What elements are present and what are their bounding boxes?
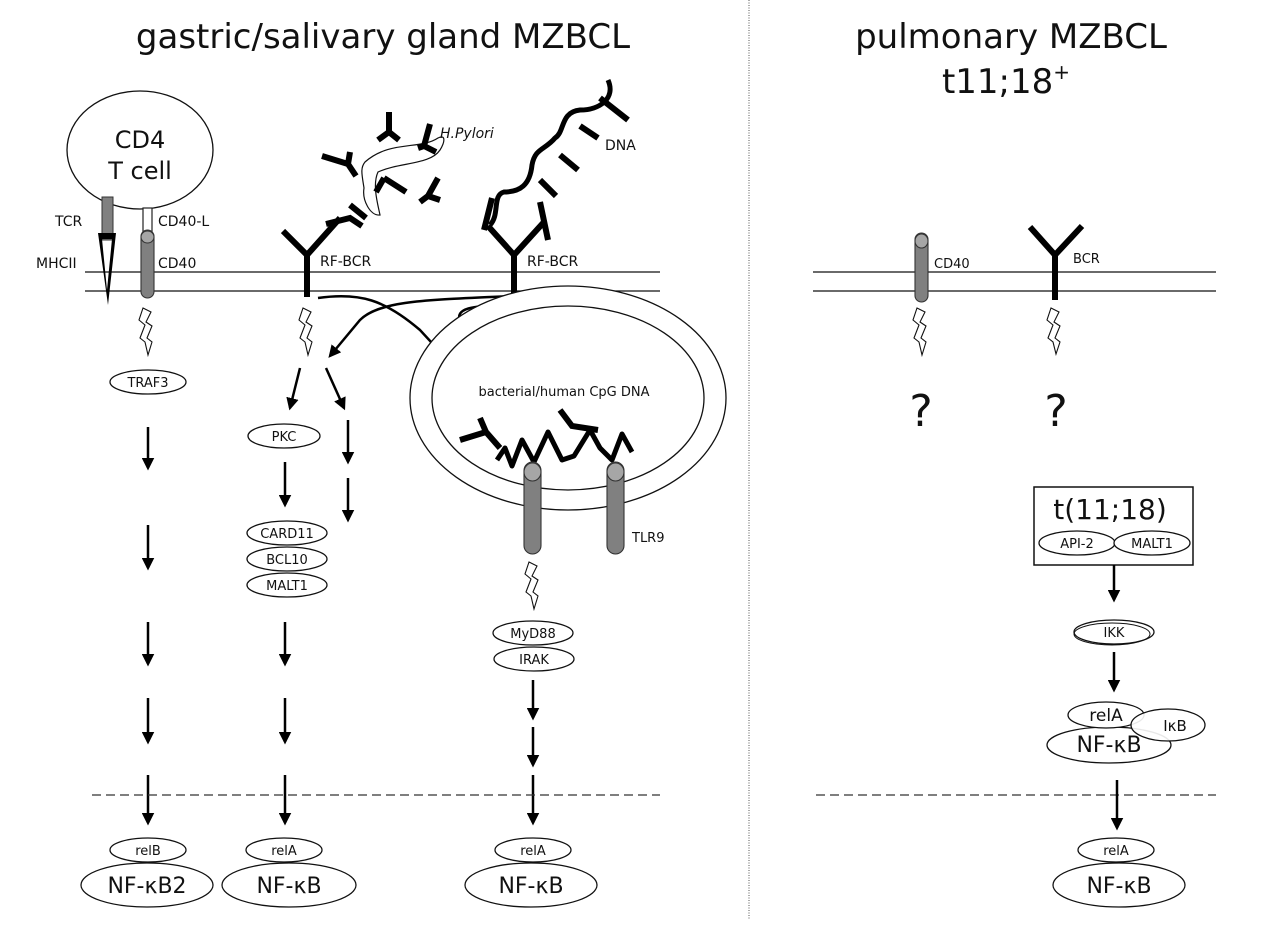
- fusion-api2-label: API-2: [1060, 537, 1094, 552]
- output-rela-1: [245, 837, 323, 863]
- t-cell-label-line2: T cell: [107, 157, 172, 185]
- cd4-t-cell: [66, 90, 214, 210]
- node-irak-label: IRAK: [519, 653, 549, 668]
- right-panel-title-line2: t11;18+: [942, 60, 1070, 102]
- node-traf3: [109, 369, 187, 395]
- bcr-receptor: [1027, 223, 1085, 300]
- signal-bolt-rf-bcr: [298, 307, 313, 358]
- title-superscript: +: [1053, 60, 1070, 84]
- unknown-mark-cd40: ?: [909, 386, 932, 437]
- cd40-receptor-left: [140, 229, 155, 299]
- cd40-label-right: CD40: [934, 257, 970, 272]
- unknown-mark-bcr: ?: [1044, 386, 1067, 437]
- rf-bcr-label-1: RF-BCR: [320, 254, 371, 270]
- output-nfkb-right-label: NF-κB: [1086, 874, 1151, 899]
- dna-strand: [487, 78, 613, 227]
- output-nfkb-2-main: [464, 862, 598, 908]
- output-nfkb-tlr9: relA NF-κB: [464, 837, 598, 908]
- output-rela-right: [1077, 837, 1155, 863]
- t-cell-label-line1: CD4: [115, 126, 166, 154]
- title-translocation: t11;18: [942, 62, 1053, 102]
- dna-label: DNA: [605, 138, 636, 154]
- tlr9-receptor-1-cap: [523, 462, 542, 482]
- signal-bolt-cd40-right: [912, 307, 927, 358]
- h-pylori-label: H.Pylori: [440, 126, 494, 142]
- arrow-bcr2-to-signaling: [328, 294, 513, 358]
- node-card11: [246, 520, 328, 546]
- dna-antibody-contacts: [537, 95, 630, 199]
- complex-ikb: [1130, 708, 1206, 742]
- output-nfkb2-main: [80, 862, 214, 908]
- node-malt1-left: [246, 572, 328, 598]
- node-myd88-label: MyD88: [510, 627, 555, 642]
- node-ikk-label: IKK: [1104, 626, 1125, 641]
- node-pkc-label: PKC: [272, 430, 297, 445]
- node-ikk-inner: [1073, 622, 1151, 646]
- tcr-receptor: [101, 196, 114, 241]
- signal-bolt-tlr9: [524, 561, 539, 612]
- fusion-malt1: [1113, 530, 1191, 556]
- output-nfkb2: relB NF-κB2: [80, 837, 214, 908]
- output-rela-1-label: relA: [271, 844, 297, 859]
- fusion-malt1-label: MALT1: [1131, 537, 1173, 552]
- signal-bolt-cd40: [138, 307, 153, 358]
- cd40-receptor-right: [914, 232, 929, 303]
- output-nfkb-2-label: NF-κB: [498, 874, 563, 899]
- output-relb: [109, 837, 187, 863]
- left-panel-title: gastric/salivary gland MZBCL: [136, 17, 630, 57]
- right-panel-title-line1: pulmonary MZBCL: [855, 17, 1167, 57]
- node-bcl10-label: BCL10: [266, 553, 308, 568]
- endosome-label: bacterial/human CpG DNA: [478, 385, 649, 400]
- output-rela-2: [494, 837, 572, 863]
- output-nfkb-1-main: [221, 862, 357, 908]
- mhcii-label: MHCII: [36, 256, 77, 272]
- tcr-label: TCR: [54, 214, 83, 230]
- cpg-dna-antibodies: [459, 408, 599, 450]
- node-bcl10: [246, 546, 328, 572]
- complex-nfkb-label: NF-κB: [1076, 733, 1141, 758]
- node-myd88: [492, 620, 574, 646]
- arrow-bcr1-to-endosome: [317, 294, 457, 370]
- node-irak: [493, 646, 575, 672]
- rf-bcr-receptor-2: [481, 197, 551, 297]
- h-pylori-bacterium: [361, 136, 445, 216]
- node-malt1-left-label: MALT1: [266, 579, 308, 594]
- tlr9-receptor-1: [523, 461, 542, 555]
- node-ikk-outer: [1073, 619, 1155, 645]
- node-pkc: [247, 423, 321, 449]
- tlr9-receptor-2: [606, 461, 625, 555]
- tlr9-receptor-2-cap: [606, 462, 625, 482]
- cd40-label-left: CD40: [158, 256, 196, 272]
- translocation-label: t(11;18): [1053, 493, 1167, 526]
- cd40-receptor-right-cap: [914, 233, 929, 249]
- anti-h-pylori-antibodies: [321, 112, 441, 229]
- output-rela-right-label: relA: [1103, 844, 1129, 859]
- signal-bolt-bcr-right: [1046, 307, 1061, 356]
- bcr-label: BCR: [1073, 252, 1100, 267]
- output-nfkb-right: [1052, 862, 1186, 908]
- output-nfkb2-label: NF-κB2: [107, 874, 186, 899]
- complex-rela-label: relA: [1089, 706, 1123, 726]
- cpg-dna-strand: [494, 427, 635, 469]
- cd40-receptor-cap: [140, 230, 155, 244]
- complex-ikb-label: IκB: [1163, 717, 1187, 735]
- output-nfkb-1-label: NF-κB: [256, 874, 321, 899]
- node-traf3-label: TRAF3: [126, 376, 168, 391]
- arrow-bcr-to-alt: [324, 367, 346, 411]
- rf-bcr-receptor-1: [280, 216, 343, 297]
- arrow-bcr-to-pkc: [286, 367, 302, 411]
- output-relb-label: relB: [135, 844, 161, 859]
- node-card11-label: CARD11: [260, 527, 314, 542]
- left-panel: gastric/salivary gland MZBCL CD4 T cell …: [36, 17, 727, 908]
- tlr9-label: TLR9: [631, 531, 665, 546]
- rf-bcr-label-2: RF-BCR: [527, 254, 578, 270]
- right-panel: pulmonary MZBCL t11;18+ CD40 BCR ? ? t(1…: [813, 17, 1216, 908]
- mhcii-molecule: [98, 233, 116, 305]
- output-rela-2-label: relA: [520, 844, 546, 859]
- cd40l-label: CD40-L: [158, 214, 209, 230]
- output-nfkb-pkc: relA NF-κB: [221, 837, 357, 908]
